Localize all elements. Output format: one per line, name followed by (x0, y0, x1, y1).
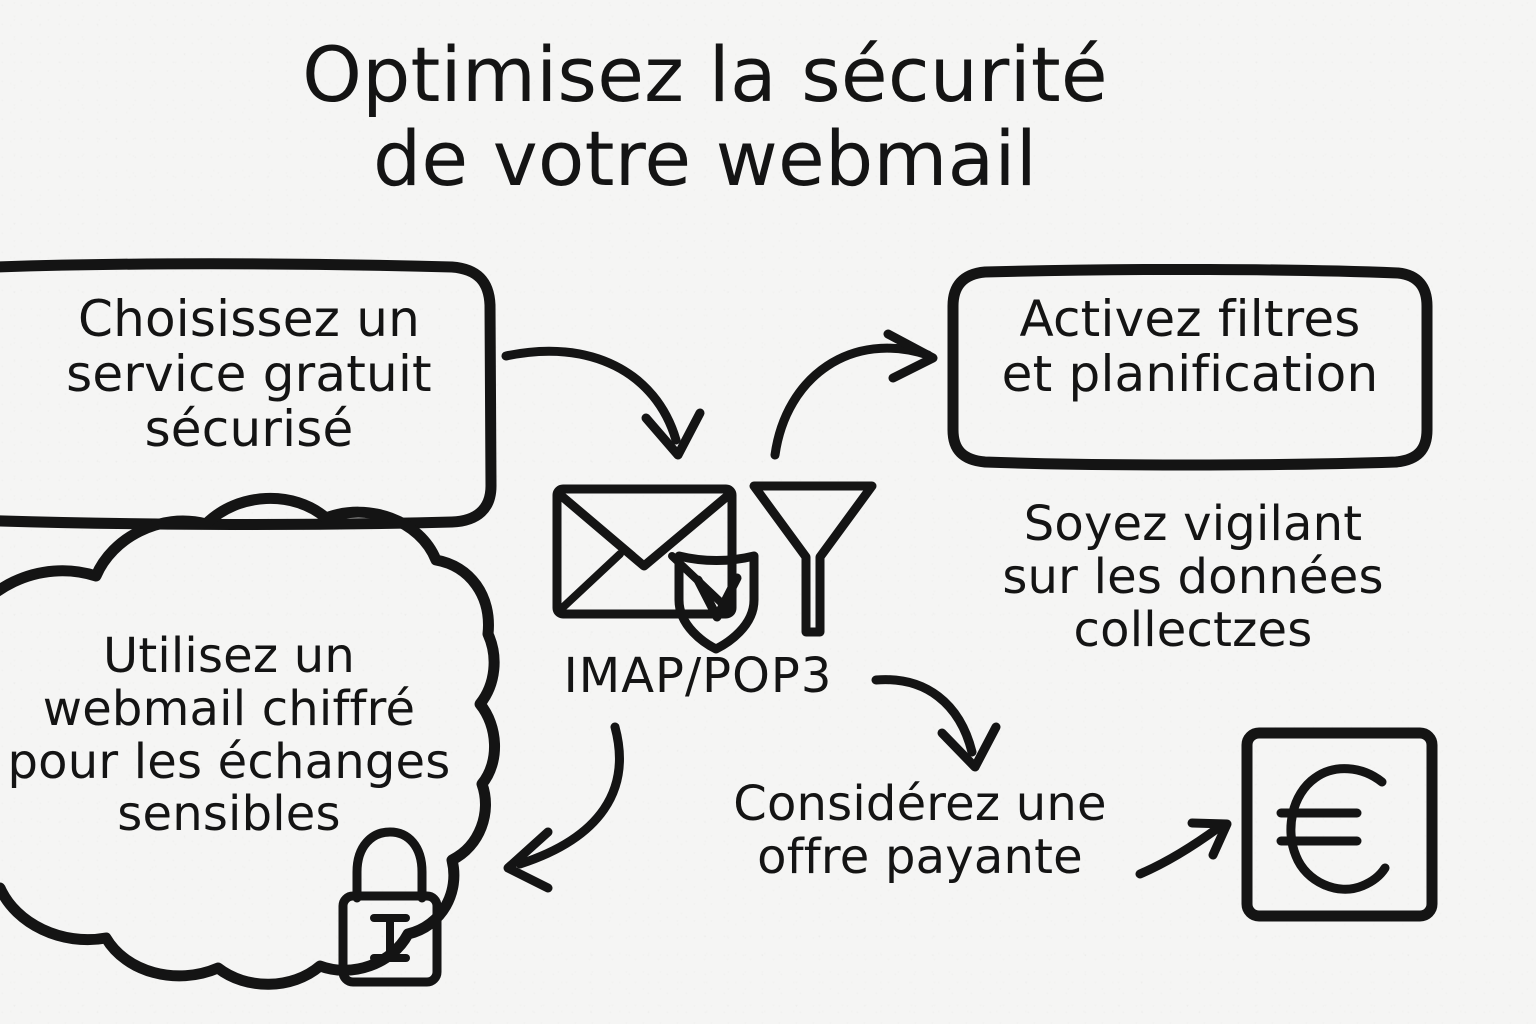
box-choose-service-line-2: service gratuit (66, 345, 432, 403)
cloud-encrypted-line-4: sensibles (117, 786, 341, 843)
box-filters-line-1: Activez filtres (1019, 290, 1361, 348)
envelope-icon (552, 484, 737, 619)
note-paid-offer-line-2: offre payante (757, 828, 1083, 885)
box-filters-line-2: et planification (1001, 345, 1379, 403)
page-title-line-1: Optimisez la sécurité (302, 30, 1108, 119)
page-title-line-2: de votre webmail (372, 114, 1038, 204)
arrow-service-to-mail (501, 346, 705, 460)
note-paid-offer-line-1: Considérez une (733, 776, 1107, 832)
cloud-encrypted-line-3: pour les échanges (7, 733, 451, 790)
arrow-protocol-to-cloud (503, 722, 624, 893)
box-choose-service-line-3: sécurisé (144, 400, 354, 458)
box-choose-service-line-1: Choisissez un (77, 290, 420, 348)
box-filters-label[interactable]: Activez filtres et planification (962, 292, 1418, 402)
page-title: Optimisez la sécurité de votre webmail (150, 30, 1260, 204)
shield-check-icon (674, 551, 759, 654)
funnel-filter-icon (749, 481, 877, 637)
cloud-encrypted-line-2: webmail chiffré (42, 680, 416, 737)
cloud-encrypted-line-1: Utilisez un (103, 628, 355, 684)
arrow-offer-to-euro (1135, 818, 1232, 879)
box-euro-shape (1241, 727, 1438, 922)
protocol-label: IMAP/POP3 (563, 648, 833, 704)
note-paid-offer-label: Considérez une offre payante (690, 778, 1150, 884)
arrow-protocol-to-offer (871, 675, 1001, 772)
padlock-icon (338, 827, 442, 987)
note-vigilant-line-2: sur les données (1002, 548, 1384, 605)
note-vigilant-line-1: Soyez vigilant (1023, 496, 1363, 552)
note-vigilant-line-3: collectzes (1073, 601, 1313, 658)
cloud-encrypted-label[interactable]: Utilisez un webmail chiffré pour les éch… (0, 630, 464, 841)
box-choose-service-label[interactable]: Choisissez un service gratuit sécurisé (24, 292, 474, 457)
euro-sign-icon (1276, 764, 1390, 894)
note-vigilant-label: Soyez vigilant sur les données collectze… (958, 498, 1428, 656)
arrow-mail-to-filters (770, 329, 938, 460)
